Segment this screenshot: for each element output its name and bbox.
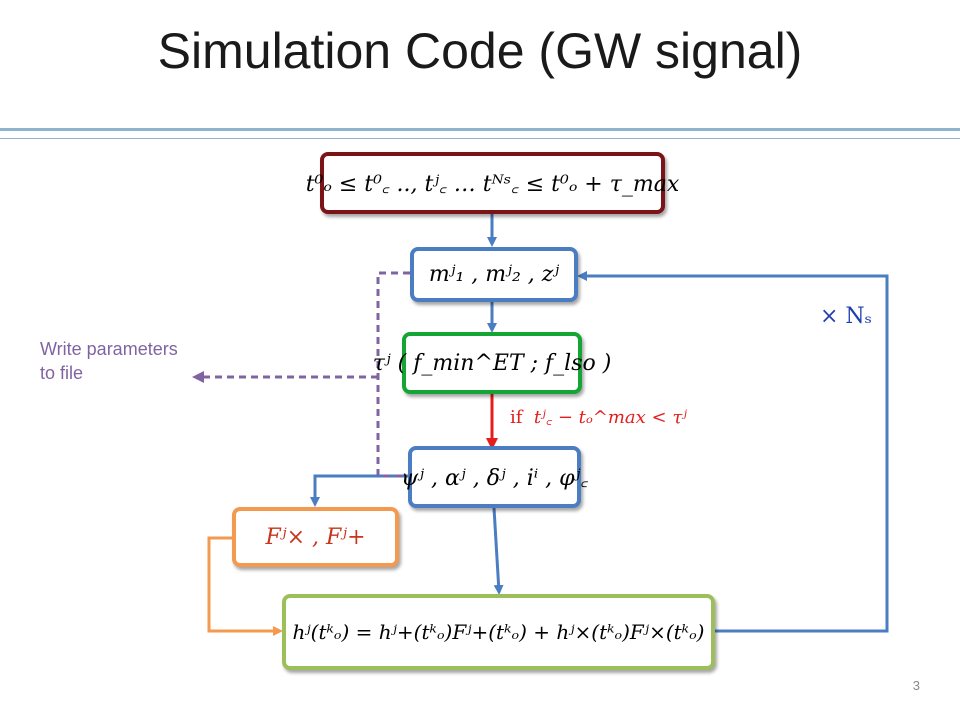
write-parameters-note: Write parameters to file <box>40 339 178 383</box>
title-divider <box>0 128 960 131</box>
loop-arrow <box>577 271 889 633</box>
duration-formula: τʲ ( f_min^ET ; f_lso ) <box>372 350 612 376</box>
repeat-count-label: × Nₛ <box>820 304 873 329</box>
page-number: 3 <box>912 678 920 693</box>
masses-redshift-box: mʲ₁ , mʲ₂ , zʲ <box>410 247 578 302</box>
time-window-box: t⁰ₒ ≤ t⁰꜀ .., tʲ꜀ … tᴺˢ꜀ ≤ t⁰ₒ + τ_max <box>306 152 679 214</box>
masses-redshift-formula: mʲ₁ , mʲ₂ , zʲ <box>428 262 560 287</box>
antenna-patterns-box: Fʲ× , Fʲ+ <box>232 507 399 567</box>
condition-if: if <box>510 407 523 428</box>
slide-title: Simulation Code (GW signal) <box>157 23 803 79</box>
strain-box: hʲ(tᵏₒ) = hʲ+(tᵏₒ)Fʲ+(tᵏₒ) + hʲ×(tᵏₒ)Fʲ×… <box>282 594 715 670</box>
arrow-angles-to-strain <box>492 507 504 595</box>
angles-box: ψʲ , αʲ , δʲ , iⁱ , φʲ꜀ <box>401 446 588 508</box>
condition-expression: tʲ꜀ − tₒ^max < τʲ <box>533 407 688 428</box>
angles-formula: ψʲ , αʲ , δʲ , iⁱ , φʲ꜀ <box>401 466 588 491</box>
title-divider-thin <box>0 138 960 139</box>
arrow-angles-to-antenna <box>310 474 408 507</box>
condition-label: if tʲ꜀ − tₒ^max < τʲ <box>510 405 687 429</box>
arrow-antenna-to-strain <box>207 536 283 636</box>
write-dashed-path <box>376 271 410 478</box>
time-window-formula: t⁰ₒ ≤ t⁰꜀ .., tʲ꜀ … tᴺˢ꜀ ≤ t⁰ₒ + τ_max <box>305 172 680 197</box>
antenna-patterns-formula: Fʲ× , Fʲ+ <box>265 524 366 550</box>
duration-box: τʲ ( f_min^ET ; f_lso ) <box>373 332 611 394</box>
strain-formula: hʲ(tᵏₒ) = hʲ+(tᵏₒ)Fʲ+(tᵏₒ) + hʲ×(tᵏₒ)Fʲ×… <box>292 620 705 644</box>
